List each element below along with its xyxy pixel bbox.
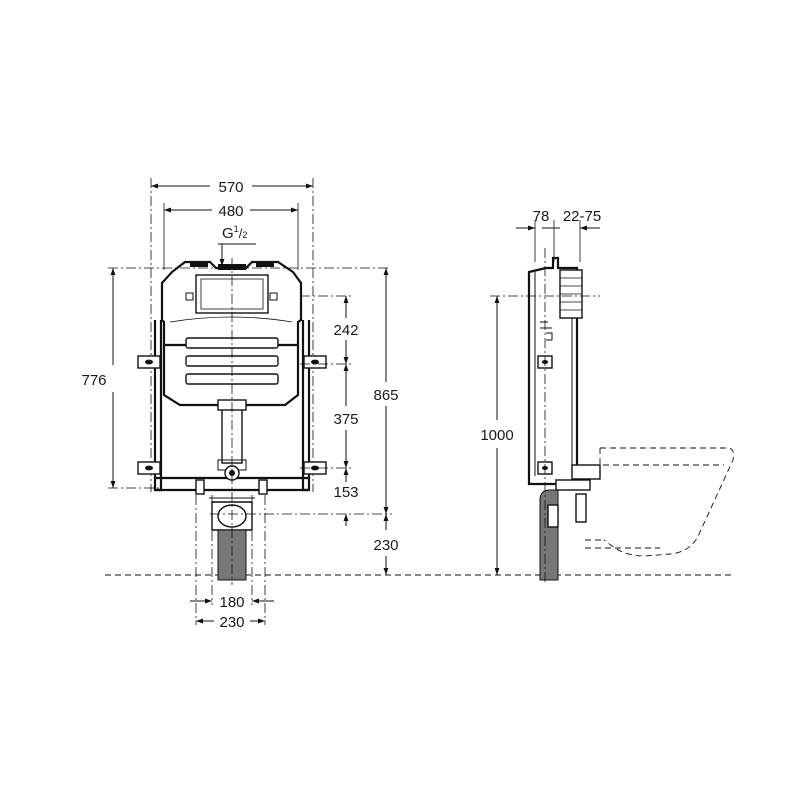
dim-180: 180 (190, 594, 274, 611)
dim-480: 480 (164, 203, 298, 220)
dim-top-to-plate: 242 (333, 322, 358, 339)
dim-frame-depth: 78 (533, 208, 550, 225)
dim-bracket-spacing: 375 (333, 411, 358, 428)
outlet-connection (195, 479, 268, 581)
inlet-thread-letter: G (222, 225, 234, 242)
dim-78: 78 (516, 208, 554, 231)
side-outlet-pipe (539, 464, 601, 581)
dim-865: 865 (373, 268, 399, 514)
dim-776: 776 (81, 268, 116, 488)
dim-outlet-to-floor: 230 (373, 537, 398, 554)
inlet-numerator: 1 (234, 224, 239, 234)
dim-fixing-width: 480 (218, 203, 243, 220)
dim-1000: 1000 (480, 296, 514, 575)
dim-153: 153 (333, 468, 359, 526)
flush-plate-opening (185, 262, 278, 314)
wall-toilet-outline (585, 447, 734, 557)
cistern-side-profile (527, 256, 579, 486)
dim-overall-height: 865 (373, 387, 398, 404)
dim-230-horizontal: 230 (196, 614, 265, 631)
dim-outlet-outer-width: 230 (219, 614, 244, 631)
svg-text:G1/2: G1/2 (222, 224, 247, 242)
dim-height-from-floor: 1000 (480, 427, 513, 444)
dim-242: 242 (333, 296, 359, 364)
adjustment-ribs (559, 269, 583, 319)
dim-230-vertical: 230 (373, 514, 399, 575)
dim-outlet-inner-width: 180 (219, 594, 244, 611)
inlet-label: G1/2 (218, 224, 256, 266)
dim-570: 570 (151, 179, 313, 196)
upper-brackets (137, 355, 327, 369)
inlet-denominator: 2 (242, 230, 247, 240)
dim-adjustable-depth: 22-75 (563, 208, 601, 225)
dim-375: 375 (333, 364, 359, 468)
dim-22-75: 22-75 (554, 208, 601, 231)
dim-overall-width: 570 (218, 179, 243, 196)
dim-bracket-to-outlet: 153 (333, 484, 358, 501)
dim-fixing-height: 776 (81, 372, 106, 389)
side-view: 78 22-75 (480, 208, 734, 585)
front-view: 570 480 G1/2 (81, 178, 399, 631)
cistern-body (160, 260, 303, 347)
